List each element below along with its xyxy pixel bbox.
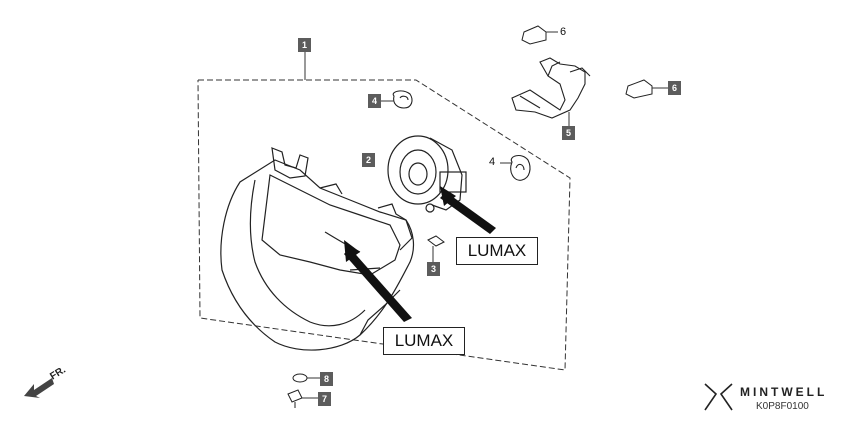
clip-3 (427, 235, 445, 247)
part-label-7: 7 (318, 392, 331, 406)
bulb-socket (387, 135, 467, 213)
rubber-cap-right (510, 154, 531, 181)
dust-cover-top (521, 25, 547, 45)
headlight-housing (220, 147, 415, 351)
part-label-5: 5 (562, 126, 575, 140)
rubber-cap-upper (392, 90, 413, 109)
lumax-arrow-lower-head (344, 240, 360, 262)
lumax-callout-lower: LUMAX (383, 327, 465, 355)
part-label-2: 2 (362, 153, 375, 167)
screw-7 (287, 389, 303, 408)
part-label-4a: 4 (368, 94, 381, 108)
lumax-arrow-lower (344, 248, 412, 322)
washer-8 (292, 373, 308, 383)
part-label-6a: 6 (560, 26, 567, 38)
part-label-3: 3 (427, 262, 440, 276)
part-label-1: 1 (298, 38, 311, 52)
lumax-callout-upper: LUMAX (456, 237, 538, 265)
brand-logo-mark (704, 383, 733, 411)
part-label-6b: 6 (668, 81, 681, 95)
assembly-outline (197, 79, 571, 371)
part-label-8: 8 (320, 372, 333, 386)
diagram-code: K0P8F0100 (756, 401, 809, 412)
lumax-arrow-upper-head (440, 186, 456, 206)
brand-name: MINTWELL (740, 385, 828, 399)
bulb (511, 57, 591, 119)
dust-cover-right (625, 79, 653, 99)
lumax-arrow-upper (440, 192, 496, 234)
part-label-4b: 4 (489, 156, 496, 168)
front-direction-arrow (24, 378, 54, 398)
